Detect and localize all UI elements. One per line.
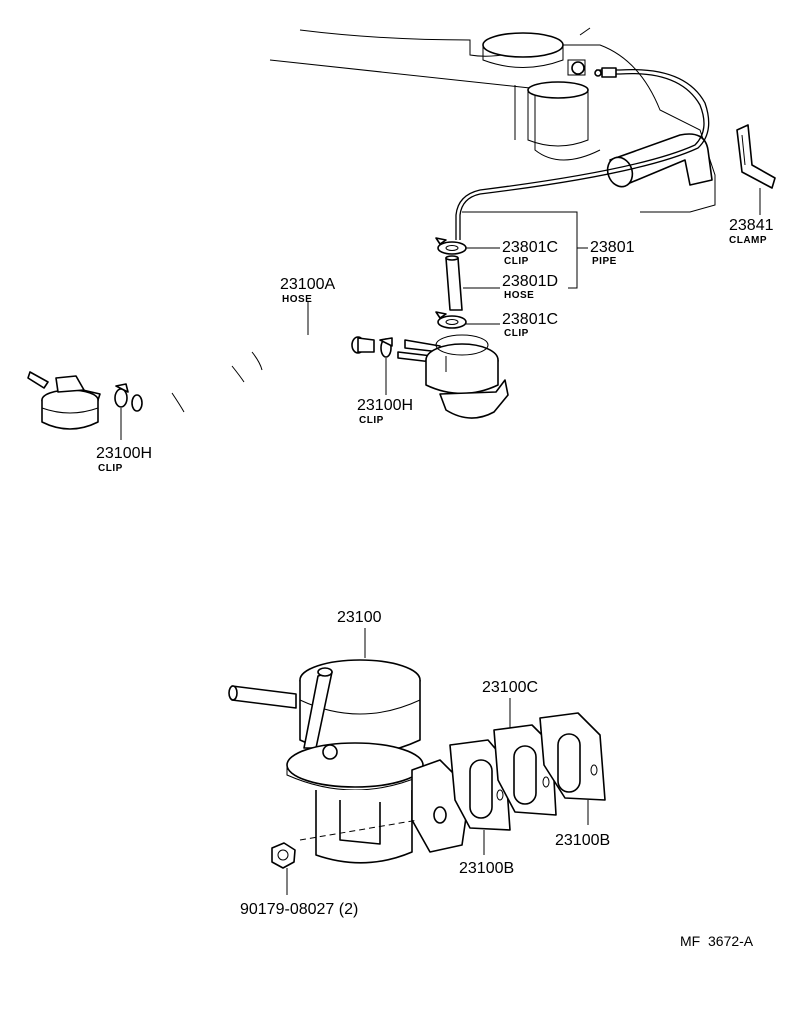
hose-23801d-number: 23801D <box>502 273 558 290</box>
pipe-23801-name: PIPE <box>592 256 617 267</box>
nut-90179 <box>271 842 296 869</box>
fuel-filter <box>27 371 101 430</box>
pipe-group-bracket <box>462 211 578 289</box>
clip-23801c-upper-number: 23801C <box>502 239 558 256</box>
figure-code: MF 3672-A <box>680 933 754 949</box>
clip-23100h-left-name: CLIP <box>98 463 123 474</box>
clip-23801c-lower-number: 23801C <box>502 311 558 328</box>
pipe-23801-number: 23801 <box>590 239 635 256</box>
clip-23100h-center-number: 23100H <box>357 397 413 414</box>
fuel-pipe-23801 <box>455 67 710 240</box>
fuel-pump-23100 <box>228 659 471 864</box>
clip-23100h-center <box>379 337 393 358</box>
clip-23100h-left-number: 23100H <box>96 445 152 462</box>
hose-23100a-name: HOSE <box>282 294 312 305</box>
clip-23100h-center-name: CLIP <box>359 415 384 426</box>
gasket-23100b-left <box>449 739 511 831</box>
engine-block-outline <box>269 27 716 213</box>
nut-90179-number: 90179-08027 (2) <box>240 901 358 918</box>
clip-23100h-left <box>114 383 129 408</box>
clamp-23841-name: CLAMP <box>729 235 767 246</box>
hose-23801d <box>445 255 463 311</box>
gasket-23100b-right <box>539 712 606 801</box>
inlet-tube <box>606 133 713 188</box>
carburetor-top <box>482 32 589 147</box>
gasket-23100b-right-number: 23100B <box>555 832 610 849</box>
hose-23100a-number: 23100A <box>280 276 335 293</box>
gasket-23100b-left-number: 23100B <box>459 860 514 877</box>
clamp-23841 <box>736 124 776 215</box>
clip-23801c-lower <box>435 311 467 329</box>
clamp-23841-number: 23841 <box>729 217 774 234</box>
clip-23801c-lower-name: CLIP <box>504 328 529 339</box>
clip-23801c-upper-name: CLIP <box>504 256 529 267</box>
clip-23801c-upper <box>435 237 467 255</box>
gasket-23100c-number: 23100C <box>482 679 538 696</box>
hose-23801d-name: HOSE <box>504 290 534 301</box>
gasket-23100c <box>493 724 557 816</box>
fuel-pump-small <box>397 334 509 419</box>
fuel-pump-23100-number: 23100 <box>337 609 382 626</box>
hose-23100a <box>131 330 375 413</box>
